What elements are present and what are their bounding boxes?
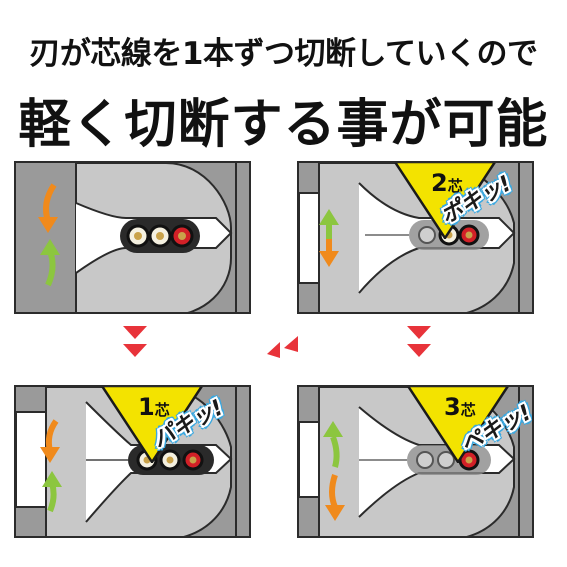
curved-arrow-icon <box>319 209 339 267</box>
curved-arrow-icon <box>323 421 345 521</box>
triangle-arrow-icon <box>123 326 147 357</box>
step-1-badge-icon <box>101 387 203 463</box>
step-3-badge-icon <box>407 387 509 463</box>
triangle-arrow-icon <box>267 336 298 358</box>
headline-line-1: 刃が芯線を1本ずつ切断していくので <box>29 36 538 72</box>
curved-arrow-icon <box>40 419 62 513</box>
step-3-badge-label: 3芯 <box>444 393 476 421</box>
step-1-badge-label: 1芯 <box>138 393 170 421</box>
illustration-panel-step-1: 1芯 パキッ! <box>14 385 251 538</box>
curved-arrow-icon <box>38 183 60 287</box>
step-2-badge-icon <box>394 163 496 239</box>
tool-illustration <box>16 163 249 312</box>
illustration-panel-initial <box>14 161 251 314</box>
headline-line-2: 軽く切断する事が可能 <box>18 95 549 155</box>
triangle-arrow-icon <box>407 326 431 357</box>
illustration-panel-step-3: 3芯 ペキッ! <box>297 385 534 538</box>
illustration-panel-step-2: 2芯 ポキッ! <box>297 161 534 314</box>
step-2-badge-label: 2芯 <box>431 169 463 197</box>
